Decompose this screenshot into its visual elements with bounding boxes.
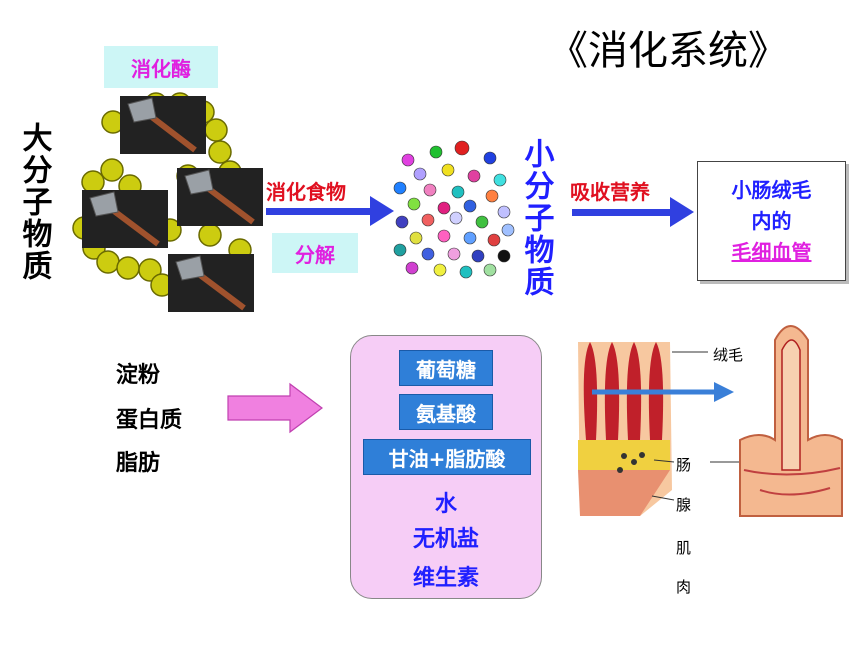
digest-label: 消化食物 [266,180,346,204]
product-water: 水 [434,492,457,517]
nutrient-protein: 蛋白质 [116,408,183,433]
label-gland: 腺 [676,496,692,514]
small-molecule-label: 小分子物质 [518,138,554,298]
capillary-box: 小肠绒毛 内的 毛细血管 [697,161,846,281]
axe-icon [82,190,168,248]
small-molecule-dots [393,140,515,279]
nutrient-starch: 淀粉 [116,363,161,388]
nutrient-fat: 脂肪 [116,451,161,476]
breakdown-label: 分解 [272,233,358,273]
arrow-right-icon [572,197,694,227]
arrow-right-icon [227,382,323,434]
axe-icon [177,168,263,226]
capillary-box-line2: 内的 [751,208,792,233]
capillary-box-line3: 毛细血管 [731,239,812,264]
label-villus: 绒毛 [713,346,744,364]
label-muscle-2: 肉 [676,578,692,596]
capillary-box-line1: 小肠绒毛 [731,177,812,202]
axe-icon [168,254,254,312]
product-vitamins: 维生素 [412,566,479,591]
enzyme-label: 消化酶 [104,46,218,88]
product-glycerol-fatty-acid: 甘油+脂肪酸 [363,439,531,475]
absorb-label: 吸收营养 [570,180,650,204]
label-muscle-1: 肌 [676,539,692,557]
product-minerals: 无机盐 [412,527,479,552]
arrow-right-icon [266,196,394,226]
axe-icon [120,96,206,154]
digestion-products-box: 葡萄糖 氨基酸 甘油+脂肪酸 水 无机盐 维生素 [350,335,542,599]
page-title: 《消化系统》 [548,28,788,74]
villus-illustration [739,325,843,517]
label-intestine: 肠 [676,456,692,474]
product-amino-acid: 氨基酸 [399,394,493,430]
product-glucose: 葡萄糖 [399,350,493,386]
villus-illustration [578,342,760,516]
macromolecule-label: 大分子物质 [16,122,52,282]
